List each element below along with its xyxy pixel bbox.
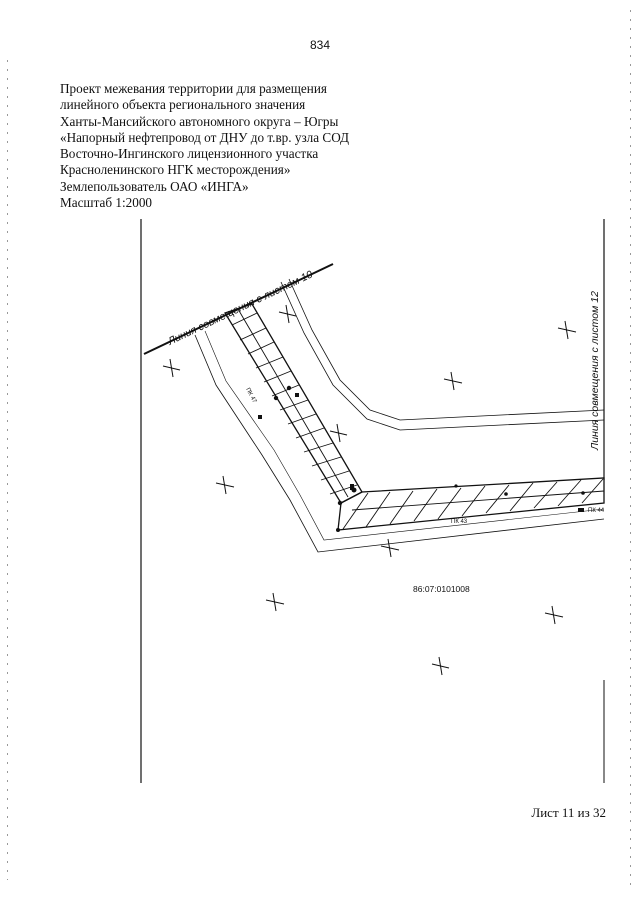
cadastral-number: 86:07:0101008 bbox=[413, 584, 470, 594]
page-number: 834 bbox=[309, 38, 331, 52]
grid-crosses bbox=[162, 304, 577, 676]
picket-points bbox=[258, 385, 585, 532]
corridor-diagonal bbox=[224, 303, 363, 504]
header-line: Проект межевания территории для размещен… bbox=[60, 81, 327, 96]
boundary-inner-left bbox=[204, 330, 605, 541]
sheet-number: Лист 11 из 32 bbox=[531, 805, 606, 820]
picket-label: ПК 44 bbox=[588, 508, 605, 514]
boundary-inner-right bbox=[280, 281, 605, 431]
picket-label: ПК 43 bbox=[451, 519, 468, 525]
boundary-outer-right bbox=[288, 278, 605, 421]
picket-label: ПК 47 bbox=[244, 387, 257, 405]
scan-edge-right bbox=[630, 10, 631, 890]
header-line: Масштаб 1:2000 bbox=[60, 195, 153, 211]
header-line: Красноленинского НГК месторождения» bbox=[60, 162, 291, 178]
boundary-outer-left bbox=[194, 334, 605, 553]
match-line-right-label: Линия совмещения с листом 12 bbox=[589, 291, 601, 451]
document-header: Проект межевания территории для размещен… bbox=[60, 81, 380, 211]
header-line: Землепользователь ОАО «ИНГА» bbox=[60, 178, 249, 194]
corridor-horizontal bbox=[337, 477, 605, 531]
scan-edge-left bbox=[7, 60, 8, 880]
header-line: Ханты-Мансийского автономного округа – Ю… bbox=[60, 113, 339, 129]
header-line: «Напорный нефтепровод от ДНУ до т.вр. уз… bbox=[60, 129, 350, 145]
header-line: Восточно-Ингинского лицензионного участк… bbox=[60, 146, 319, 162]
header-line: линейного объекта регионального значения bbox=[60, 97, 306, 113]
